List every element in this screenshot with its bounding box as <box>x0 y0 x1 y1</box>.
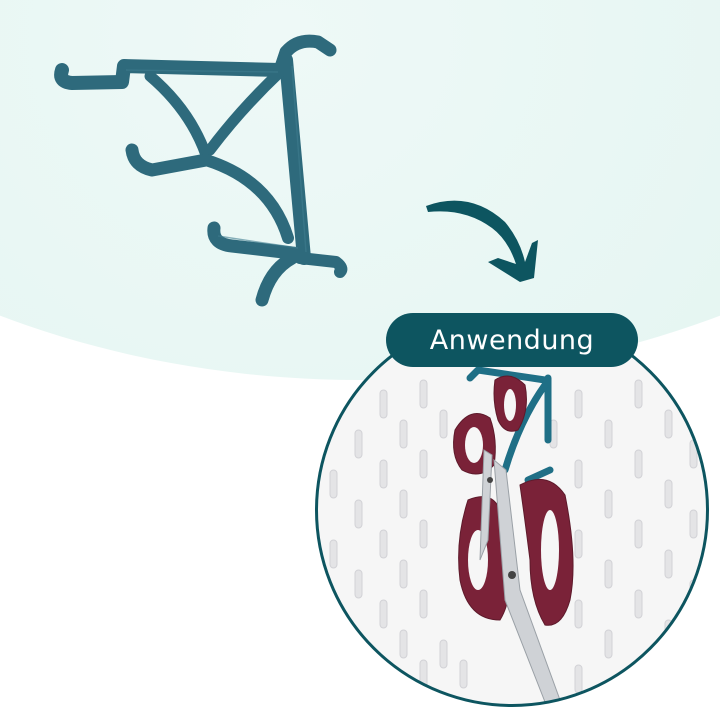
usage-photo <box>317 315 707 705</box>
usage-badge-label: Anwendung <box>429 324 595 356</box>
pegboard-scissors-photo <box>317 315 707 705</box>
usage-badge: Anwendung <box>386 313 638 367</box>
